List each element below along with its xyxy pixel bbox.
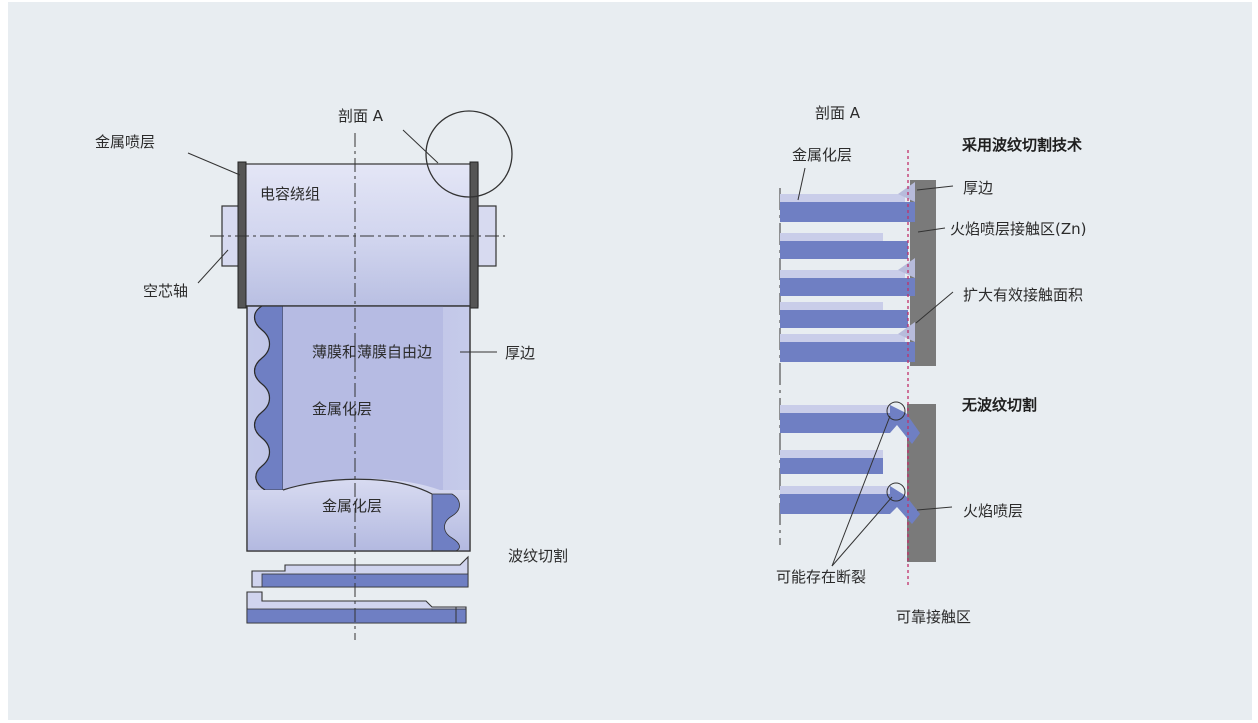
detail-circle	[425, 110, 513, 198]
label-no-wave-title: 无波纹切割	[961, 396, 1037, 414]
label-section-a-right: 剖面 A	[815, 104, 861, 122]
leader-hollow-shaft	[197, 249, 229, 284]
label-winding: 电容绕组	[260, 185, 320, 203]
label-expand-area: 扩大有效接触面积	[963, 286, 1083, 304]
label-wave-cut: 波纹切割	[508, 547, 568, 565]
wave-outline	[253, 305, 271, 491]
lower-film-stack	[780, 405, 920, 524]
metal-spray-left	[237, 161, 247, 309]
leader-flame-contact	[917, 227, 946, 233]
cut-strip-1-blue	[261, 573, 469, 588]
label-with-wave-title: 采用波纹切割技术	[961, 136, 1082, 154]
body-frame	[246, 305, 471, 552]
leader-break-2	[831, 496, 893, 567]
leader-section-a	[402, 129, 439, 164]
metal-spray-right	[469, 161, 479, 309]
metallized-panel	[283, 306, 443, 490]
label-thick-edge-right: 厚边	[963, 179, 993, 197]
lower-arch-region	[247, 478, 470, 551]
leader-break-1	[831, 415, 891, 567]
label-metallized-1: 金属化层	[312, 400, 372, 418]
label-thick-edge-left: 厚边	[505, 344, 535, 362]
leader-flame-spray	[916, 506, 953, 511]
leader-thick-edge-right	[916, 185, 954, 191]
label-metal-spray: 金属喷层	[95, 133, 155, 151]
leader-expand-area	[915, 291, 954, 324]
label-hollow-shaft: 空芯轴	[143, 282, 188, 300]
label-section-a-left: 剖面 A	[338, 107, 384, 125]
label-reliable-contact: 可靠接触区	[896, 608, 971, 626]
label-film-edge: 薄膜和薄膜自由边	[312, 343, 432, 361]
left-diagram: 剖面 A 金属喷层 电容绕组 空芯轴 薄膜和薄膜自由边 厚边 金属化层 金属化层…	[95, 107, 568, 640]
thick-edge-wedges	[898, 182, 915, 342]
break-circle-1	[886, 401, 906, 421]
break-circle-2	[886, 482, 906, 502]
cut-strip-2-blue	[246, 608, 467, 624]
background-panel	[8, 2, 1252, 720]
label-metallized-2: 金属化层	[322, 497, 382, 515]
label-possible-break: 可能存在断裂	[776, 568, 866, 586]
lower-arch-line	[282, 478, 433, 495]
right-diagram: 剖面 A 金属化层 采用波纹切割技术 厚边 火焰喷层接触区(Zn) 扩大有效接触…	[776, 104, 1087, 626]
label-metallized-right: 金属化层	[792, 146, 852, 164]
label-flame-spray: 火焰喷层	[963, 502, 1023, 520]
label-flame-contact: 火焰喷层接触区(Zn)	[950, 220, 1087, 238]
wave-strip-right	[431, 493, 460, 552]
upper-film-stack	[780, 194, 915, 362]
leader-metal-spray	[187, 152, 241, 176]
leader-metallized	[797, 167, 806, 201]
